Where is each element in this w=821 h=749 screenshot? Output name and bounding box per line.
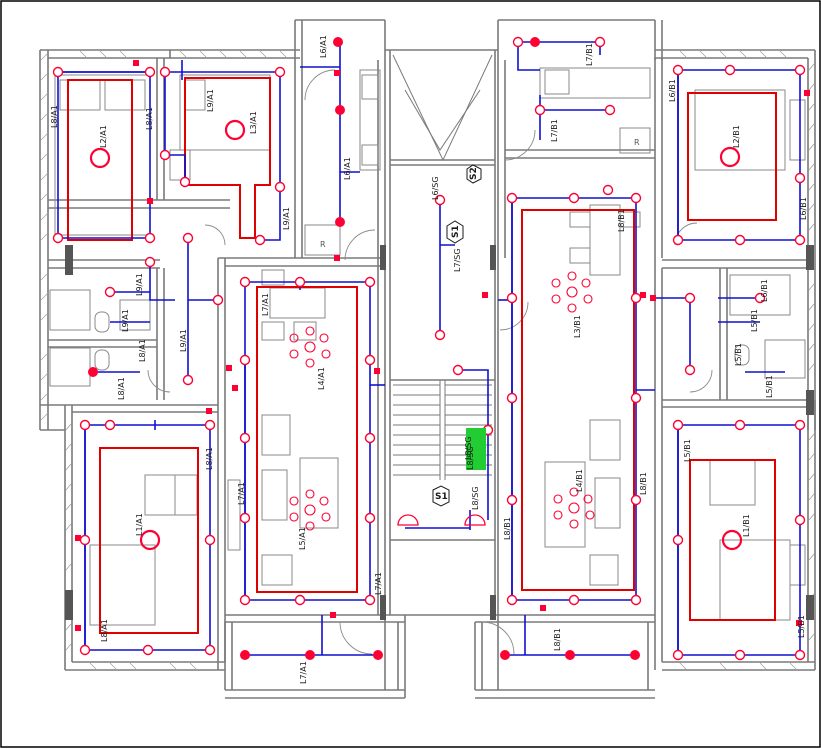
label-l6sg: L6/SG xyxy=(431,176,440,200)
label-l5b1-bath: L5/B1 xyxy=(750,309,759,332)
label-l6a1-top: L6/A1 xyxy=(319,35,328,58)
label-l8a1-low: L8/A1 xyxy=(100,619,109,642)
ceiling-lights xyxy=(52,36,806,661)
label-l9a1-bath2: L9/A1 xyxy=(121,309,130,332)
marker-s2: S2 xyxy=(469,167,479,180)
stair-markers: S2 S1 S1 xyxy=(432,164,482,507)
stair-treads xyxy=(392,54,493,480)
label-l3a1: L3/A1 xyxy=(249,111,258,134)
label-l5a1: L5/A1 xyxy=(298,527,307,550)
label-l7b1-top: L7/B1 xyxy=(585,43,594,66)
label-l1a1: L1/A1 xyxy=(135,513,144,536)
label-l6b1-mid: L6/B1 xyxy=(799,197,808,220)
label-l9a1-right: L9/A1 xyxy=(282,207,291,230)
label-l8sg-top: L8/SG xyxy=(464,436,473,460)
label-l8b1-wall: L8/B1 xyxy=(639,472,648,495)
room-outlines xyxy=(67,77,777,634)
bedroom-lights xyxy=(89,119,743,551)
label-l2b1: L2/B1 xyxy=(732,125,741,148)
label-l9a1-bath: L9/A1 xyxy=(135,273,144,296)
label-l7a1-dining: L7/A1 xyxy=(261,293,270,316)
exit-sign-label: L8/SG xyxy=(466,446,475,470)
label-l7a1-wall: L7/A1 xyxy=(237,482,246,505)
label-l8b1-balcony: L8/B1 xyxy=(553,628,562,651)
label-l9a1-top: L9/A1 xyxy=(206,89,215,112)
label-l4a1: L4/A1 xyxy=(317,367,326,390)
circuit-labels: L8/A1 L2/A1 L8/A1 L9/A1 L3/A1 L9/A1 L6/A… xyxy=(50,35,808,684)
fridge-mark-right: R xyxy=(634,138,640,147)
door-swings xyxy=(147,69,713,655)
label-l7a1-balcony: L7/A1 xyxy=(299,661,308,684)
label-l2a1: L2/A1 xyxy=(99,125,108,148)
label-l7sg: L7/SG xyxy=(453,248,462,272)
label-l7b1-kitchen: L7/B1 xyxy=(550,119,559,142)
chandeliers xyxy=(289,271,595,531)
label-l8a1-mid: L8/A1 xyxy=(145,107,154,130)
label-l7a1-right: L7/A1 xyxy=(374,572,383,595)
fridge-mark-left: R xyxy=(320,240,326,249)
column-blocks xyxy=(65,245,814,620)
label-l6b1-top: L6/B1 xyxy=(668,79,677,102)
label-l9a1-corr: L9/A1 xyxy=(179,329,188,352)
label-l8b1-left: L8/B1 xyxy=(503,517,512,540)
marker-s1-low: S1 xyxy=(435,492,448,502)
label-l5b1-hall: L5/B1 xyxy=(765,375,774,398)
label-l5b1-bath2: L5/B1 xyxy=(734,343,743,366)
label-l4b1: L4/B1 xyxy=(575,469,584,492)
marker-s1-mid: S1 xyxy=(451,225,461,238)
switches xyxy=(75,60,810,631)
label-l8sg-low: L8/SG xyxy=(471,486,480,510)
label-l3b1: L3/B1 xyxy=(573,315,582,338)
wall-lights xyxy=(88,37,640,660)
label-l8b1-dining: L8/B1 xyxy=(617,209,626,232)
label-l8a1-hall: L8/A1 xyxy=(117,377,126,400)
label-l5b1-bed: L5/B1 xyxy=(683,439,692,462)
exit-sign-box xyxy=(466,428,486,470)
label-l5b1-low: L5/B1 xyxy=(797,615,806,638)
walls xyxy=(39,19,816,699)
label-l6a1-mid: L6/A1 xyxy=(343,157,352,180)
label-l1b1: L1/B1 xyxy=(742,514,751,537)
emergency-lights xyxy=(397,514,486,526)
label-l8a1-bath: L8/A1 xyxy=(138,339,147,362)
label-l8a1-bed: L8/A1 xyxy=(205,447,214,470)
label-l6b1-corr: L6/B1 xyxy=(760,279,769,302)
label-l8a1-left: L8/A1 xyxy=(50,105,59,128)
